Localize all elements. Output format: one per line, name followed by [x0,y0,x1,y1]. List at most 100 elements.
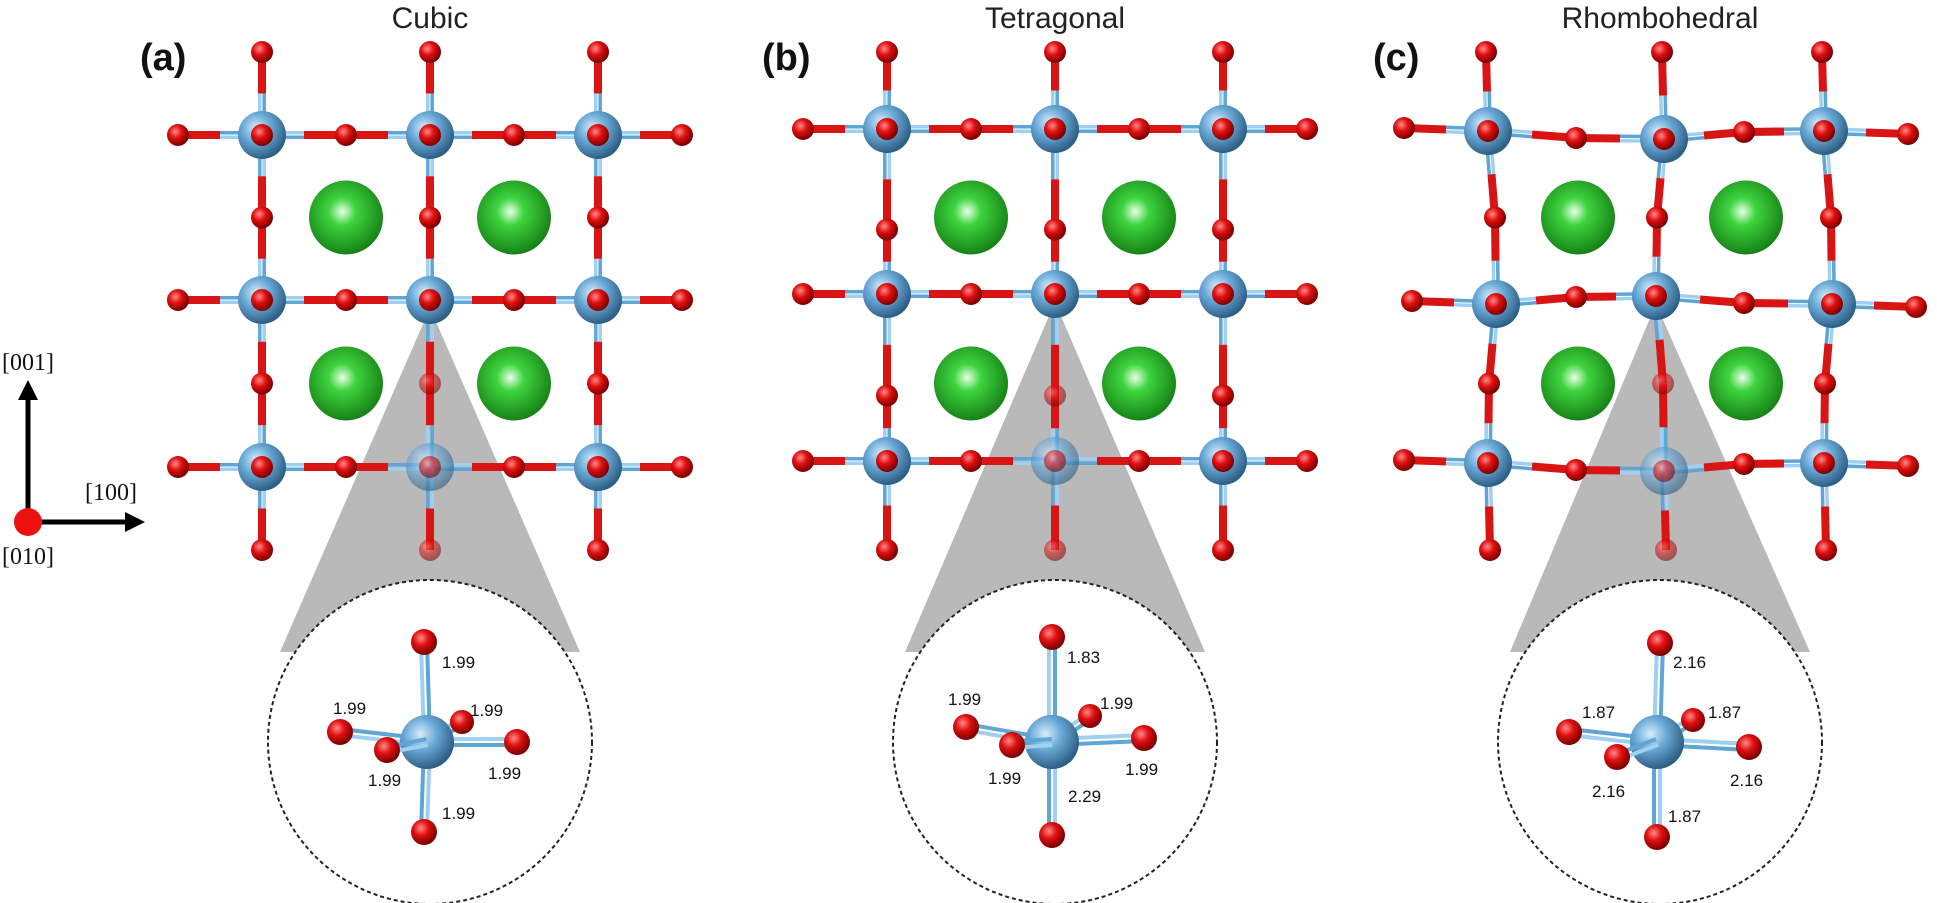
apical-oxygen-atom [876,283,898,305]
oxygen-atom [1039,822,1065,848]
oxygen-atom [1556,719,1582,745]
apical-oxygen-atom [587,456,609,478]
bond-length-left: 1.99 [333,699,366,718]
cation-atom [1541,346,1615,421]
cation-atom [1102,180,1176,255]
apical-oxygen-atom [419,124,441,146]
oxygen-atom [1897,123,1919,145]
apical-oxygen-atom [1653,128,1675,150]
oxygen-atom [1733,121,1755,143]
oxygen-atom [1647,630,1673,656]
oxygen-atom [503,289,525,311]
oxygen-atom [671,124,693,146]
apical-oxygen-atom [1212,450,1234,472]
crystal-lattice [167,41,693,561]
bond-length-top: 2.16 [1673,653,1706,672]
panel-tetragonal: Tetragonal (b) 1.83 1.99 1.99 1.99 1.99 … [762,2,1318,903]
oxygen-atom [1044,41,1066,63]
oxygen-atom [671,456,693,478]
oxygen-atom [1484,206,1506,229]
oxygen-atom [503,124,525,146]
oxygen-atom [876,384,898,407]
oxygen-atom [251,372,273,395]
axis-010-label: [010] [2,544,54,570]
panel-cubic: Cubic (a) 1.99 1.99 1.99 1.99 1.99 1.99 [140,2,693,903]
oxygen-atom [1212,41,1234,63]
oxygen-atom [960,283,982,305]
axis-001-arrowhead [18,380,38,400]
apical-oxygen-atom [1813,452,1835,474]
oxygen-atom [953,714,979,740]
panel-title: Tetragonal [985,2,1125,35]
oxygen-atom [792,118,814,140]
oxygen-atom [1897,455,1919,477]
oxygen-atom [1131,725,1157,751]
oxygen-atom [1652,372,1674,395]
bond-length-back: 1.99 [470,701,503,720]
oxygen-atom [999,732,1025,758]
metal-atom [1025,715,1079,769]
cation-atom [934,346,1008,421]
oxygen-atom [419,372,441,395]
apical-oxygen-atom [876,450,898,472]
metal-atom [1630,715,1684,769]
axis-indicator: [001] [100] [010] [2,350,145,570]
oxygen-atom [504,729,530,755]
apical-oxygen-atom [1212,118,1234,140]
oxygen-atom [960,118,982,140]
oxygen-atom [1655,539,1677,561]
oxygen-atom [1815,539,1837,561]
bond-length-left: 1.99 [948,690,981,709]
apical-oxygen-atom [419,289,441,311]
crystal-lattice [1393,41,1927,561]
apical-oxygen-atom [1485,293,1507,315]
apical-oxygen-atom [876,118,898,140]
apical-oxygen-atom [1477,120,1499,142]
oxygen-atom [587,539,609,561]
oxygen-atom [1393,449,1415,471]
oxygen-atom [960,450,982,472]
axis-010-dot [14,508,42,536]
oxygen-atom [1820,206,1842,229]
oxygen-atom [335,289,357,311]
axis-001-label: [001] [2,350,54,376]
oxygen-atom [1296,450,1318,472]
oxygen-atom [167,456,189,478]
oxygen-atom [1393,117,1415,139]
octahedron-detail [1556,630,1762,850]
bond-length-bottom: 1.87 [1668,807,1701,826]
oxygen-atom [587,372,609,395]
oxygen-atom [1565,286,1587,308]
bond-length-front: 1.99 [988,769,1021,788]
oxygen-atom [792,283,814,305]
bond-length-right: 1.99 [1125,760,1158,779]
oxygen-atom [876,539,898,561]
apical-oxygen-atom [1653,460,1675,482]
bond-length-front: 2.16 [1592,782,1625,801]
oxygen-atom [1128,118,1150,140]
apical-oxygen-atom [1212,283,1234,305]
bond-length-bottom: 1.99 [442,804,475,823]
oxygen-atom [419,206,441,229]
apical-oxygen-atom [1477,452,1499,474]
oxygen-atom [1478,372,1500,395]
oxygen-atom [1128,283,1150,305]
oxygen-atom [1646,206,1668,229]
oxygen-atom [1401,290,1423,312]
cation-atom [1709,346,1783,421]
apical-oxygen-atom [1821,293,1843,315]
oxygen-atom [167,124,189,146]
oxygen-atom [587,41,609,63]
apical-oxygen-atom [419,456,441,478]
oxygen-atom [1681,708,1705,732]
oxygen-atom [876,41,898,63]
oxygen-atom [1644,824,1670,850]
cation-atom [1102,346,1176,421]
oxygen-atom [1296,283,1318,305]
oxygen-atom [1296,118,1318,140]
oxygen-atom [876,218,898,241]
apical-oxygen-atom [1044,283,1066,305]
cation-atom [477,346,551,421]
bond-length-top: 1.99 [442,653,475,672]
oxygen-atom [1604,744,1630,770]
